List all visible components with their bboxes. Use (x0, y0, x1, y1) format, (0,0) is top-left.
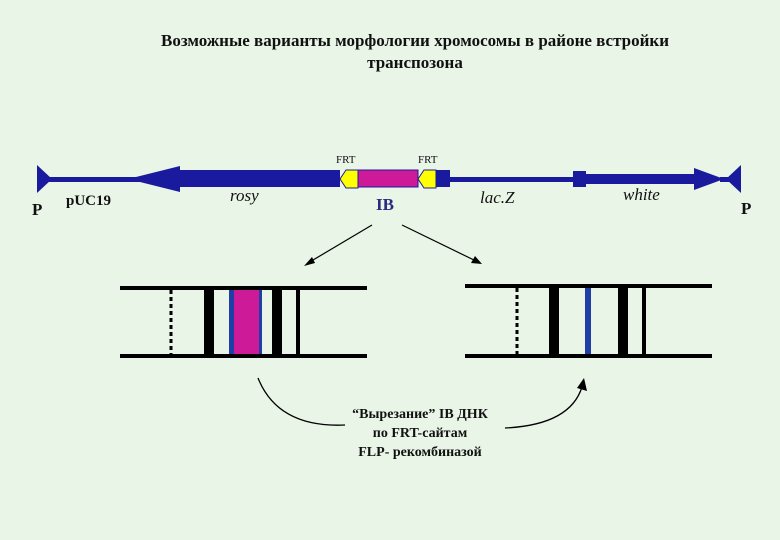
dna-strand-top-left (120, 286, 367, 290)
diverging-arrows (304, 224, 482, 266)
transposon-construct (37, 165, 741, 193)
excision-caption: “Вырезание” IB ДНК по FRT-сайтам FLP- ре… (320, 405, 520, 462)
title-line-1: Возможные варианты морфологии хромосомы … (160, 31, 669, 50)
marker-block (573, 171, 586, 187)
p-label-left: P (32, 200, 43, 219)
caption-line-2: по FRT-сайтам (372, 426, 468, 441)
excision-curved-arrow (257, 377, 587, 429)
curved-arrow-path-right (504, 386, 583, 429)
rosy-arrow-head (128, 166, 180, 192)
puc19-label: pUC19 (66, 193, 112, 209)
arrow-to-right-variant (401, 224, 479, 263)
arrow-head-left-variant (304, 257, 315, 266)
title-line-2: транспозона (367, 53, 463, 72)
diagram-title: Возможные варианты морфологии хромосомы … (100, 30, 730, 74)
frt-label-right: FRT (418, 154, 438, 166)
rosy-label: rosy (230, 186, 259, 205)
dna-strand-bottom-right (465, 354, 712, 358)
puc19-segment (37, 177, 147, 182)
white-segment (586, 174, 696, 184)
frt-site-right (417, 169, 437, 189)
white-label: white (623, 185, 660, 204)
blue-band-right (585, 288, 591, 354)
thin-band-left (296, 290, 300, 354)
chromosome-variant-with-ib (120, 286, 367, 358)
arrow-to-left-variant (307, 224, 373, 264)
thin-band-right (642, 288, 646, 354)
ib-label: IB (376, 195, 394, 214)
black-band-right-2 (618, 288, 628, 354)
black-band-right-1 (549, 288, 559, 354)
curved-arrow-head (577, 378, 587, 391)
lacz-label: lac.Z (480, 188, 515, 207)
dna-strand-top-right (465, 284, 712, 288)
rosy-segment (178, 170, 340, 187)
frt-site-left (339, 169, 359, 189)
arrow-head-right-variant (471, 256, 482, 264)
ib-band-left (234, 290, 259, 354)
p-label-right: P (741, 199, 752, 218)
blue-band-left-2 (259, 290, 262, 354)
ib-segment (357, 169, 419, 188)
white-arrow-head (694, 168, 724, 190)
blue-band-left (229, 290, 234, 354)
black-band-left-1 (204, 290, 214, 354)
right-end-arrow (726, 165, 741, 193)
curved-arrow-path (257, 377, 346, 426)
lacz-segment (450, 177, 575, 182)
caption-line-1: “Вырезание” IB ДНК (352, 407, 488, 422)
dna-strand-bottom-left (120, 354, 367, 358)
post-frt-segment (436, 170, 450, 187)
chromosome-variant-without-ib (465, 284, 712, 358)
caption-line-3: FLP- рекомбиназой (358, 445, 482, 460)
frt-label-left: FRT (336, 154, 356, 166)
black-band-left-2 (272, 290, 282, 354)
